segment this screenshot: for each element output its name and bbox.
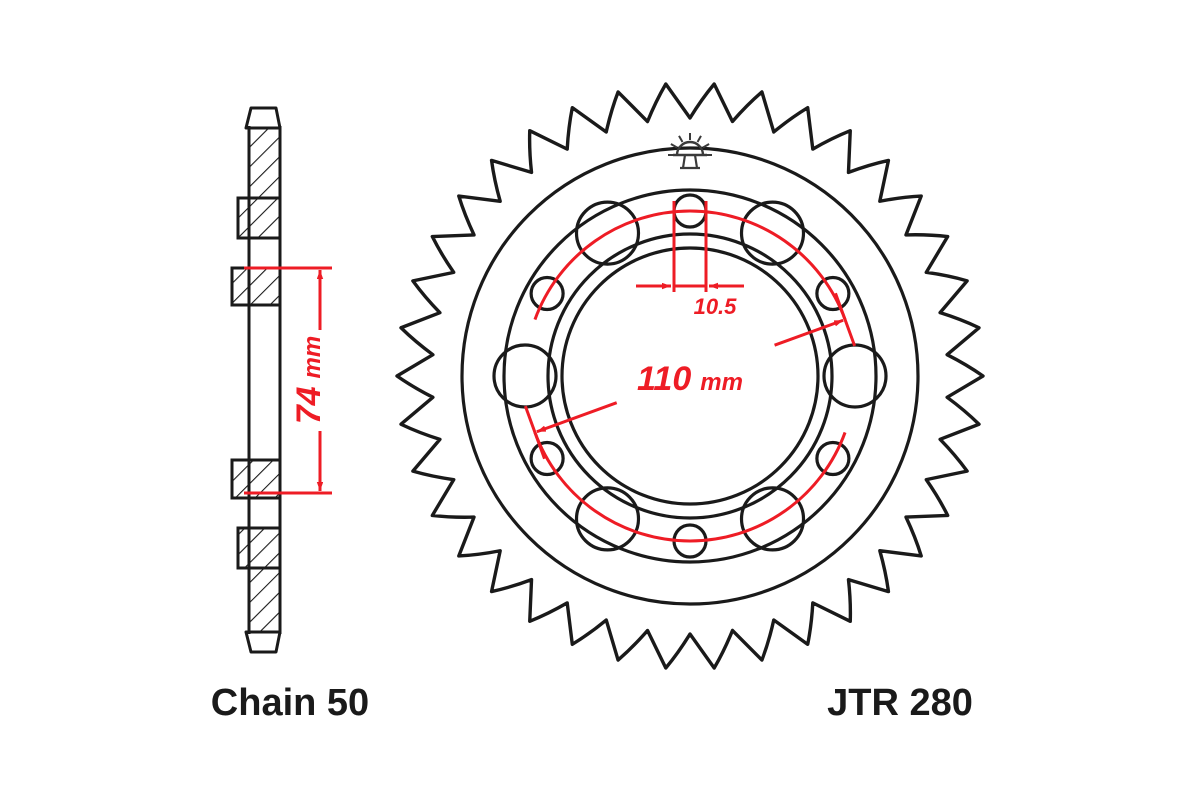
thickness-unit: mm	[299, 336, 326, 379]
rim-upper	[247, 126, 282, 200]
thickness-dimension	[244, 266, 332, 495]
tooth-tip-lower	[244, 630, 282, 654]
surface-finish-symbol	[668, 133, 712, 170]
bolt-circle-arc-upper	[533, 209, 847, 321]
relief-upper	[247, 196, 282, 240]
web-outer-ring	[460, 146, 920, 606]
bolt-hole-large	[739, 486, 806, 552]
bolt-hole-large	[574, 486, 641, 552]
bolt-hole-small	[529, 440, 565, 477]
tooth-tip-upper	[244, 106, 282, 130]
datum-ray	[670, 143, 678, 149]
section-boss-shoulder-lower	[230, 458, 251, 500]
bolt-hole-dimension	[636, 201, 744, 292]
hub-outer-ring	[546, 232, 834, 520]
bolt-circle-value: 110	[637, 360, 691, 398]
sprocket-front-view	[395, 82, 985, 670]
datum-leg-left	[681, 154, 687, 169]
bolt-hole-large	[739, 200, 806, 266]
part-number-caption: JTR 280	[827, 682, 973, 724]
thickness-value: 74	[290, 386, 328, 424]
bolt-hole-small	[529, 275, 565, 312]
web-inner-ring	[502, 188, 878, 564]
bolt-circle-dimension-label: 110 mm	[637, 360, 743, 398]
web-lower	[247, 496, 282, 530]
bolt-hole-dimension-label: 10.5	[694, 294, 738, 319]
chain-caption: Chain 50	[211, 682, 369, 724]
bolt-circle-arrow-left	[536, 401, 618, 434]
bolt-circle-arc-lower	[533, 431, 847, 543]
relief-lower	[247, 526, 282, 570]
web-centre	[247, 303, 282, 462]
thickness-dimension-label: 74 mm	[290, 336, 328, 425]
bolt-hole-small	[815, 275, 851, 312]
bolt-circle-dimension	[523, 292, 857, 460]
section-relief-shoulder-lower	[236, 526, 251, 570]
bolt-hole-large	[574, 200, 641, 266]
hub-bore-ring	[560, 246, 820, 506]
boss-upper	[247, 266, 282, 307]
tooth-profile-outline	[395, 82, 985, 670]
bolt-circle-tick-left	[523, 405, 546, 460]
web-upper	[247, 236, 282, 270]
datum-dome	[675, 140, 705, 156]
datum-ray	[702, 143, 710, 149]
datum-leg-right	[693, 154, 699, 169]
datum-ray	[696, 135, 702, 143]
bolt-circle-tick-right	[834, 292, 857, 347]
rim-lower	[247, 566, 282, 634]
bolt-circle-unit: mm	[700, 369, 743, 396]
bolt-hole-small	[815, 440, 851, 477]
section-relief-shoulder-upper	[236, 196, 251, 240]
datum-ray	[678, 135, 684, 143]
section-boss-shoulder-upper	[230, 266, 251, 307]
bolt-circle-arrow-right	[774, 318, 844, 347]
